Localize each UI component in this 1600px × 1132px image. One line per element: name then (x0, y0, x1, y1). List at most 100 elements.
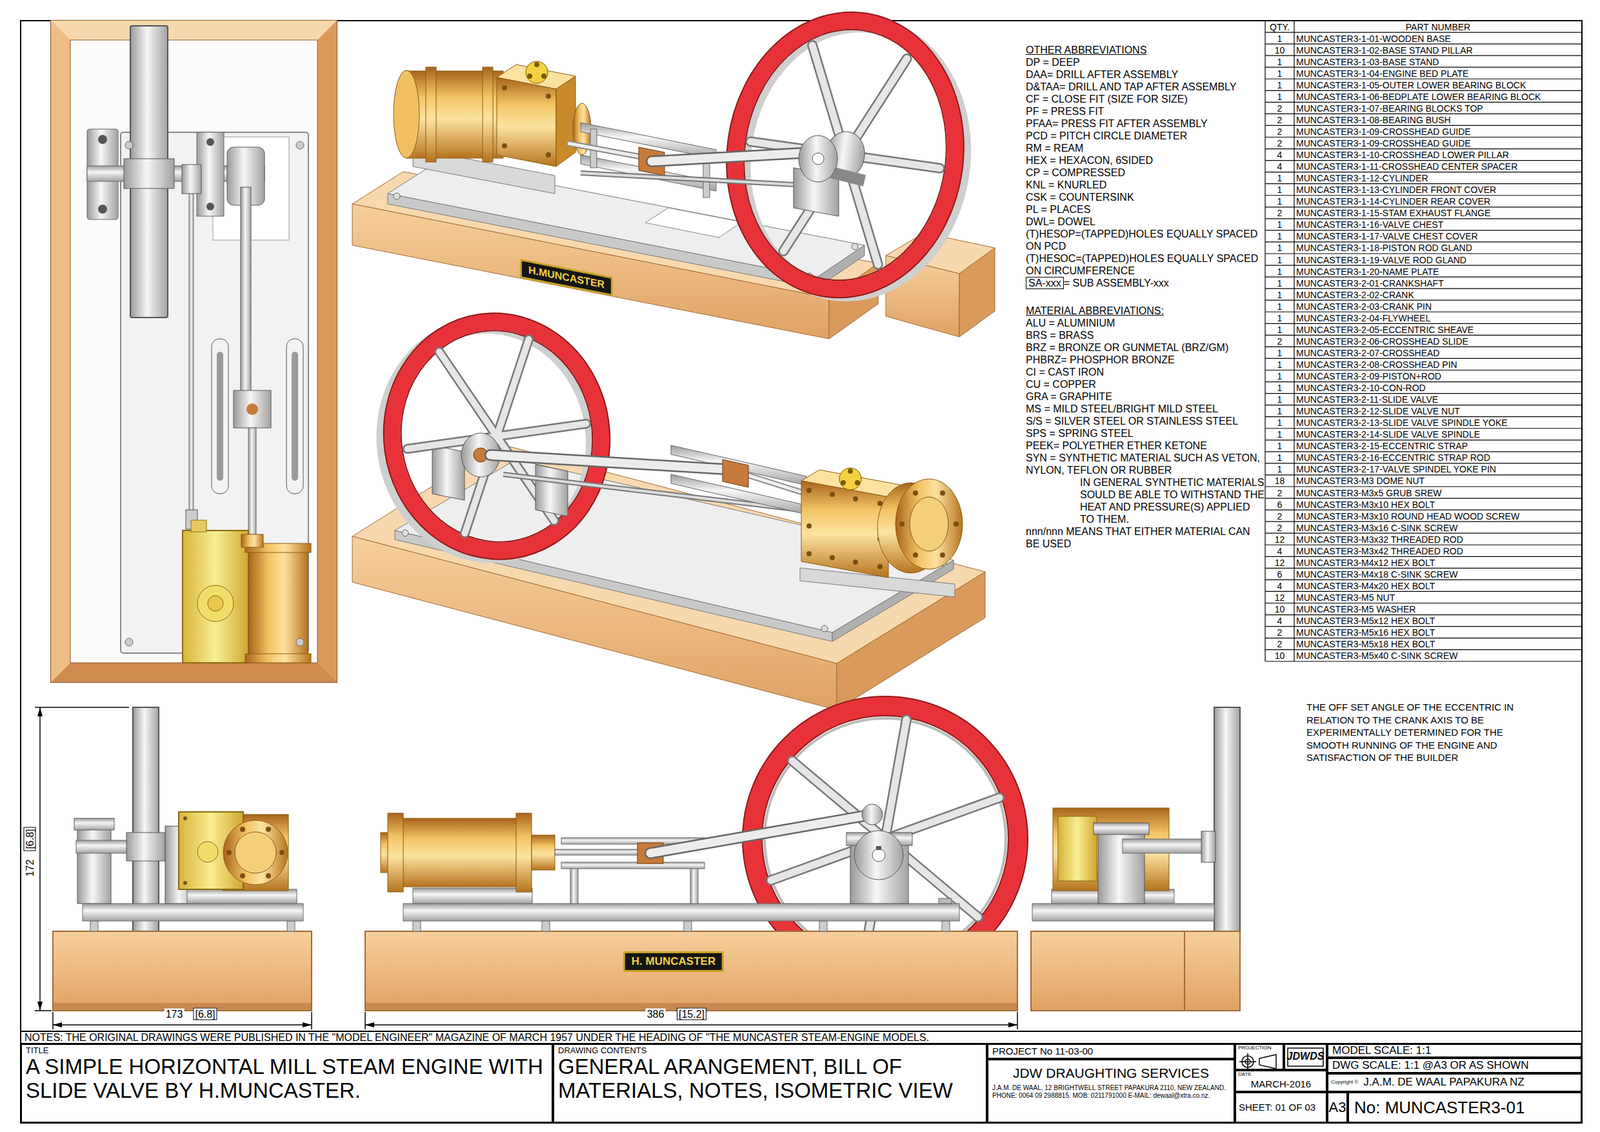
sheet-frame (20, 1030, 1582, 1032)
parts-table-grid (1265, 369, 1582, 371)
part-number-cell: MUNCASTER3-M3x5 GRUB SREW (1294, 487, 1582, 499)
plan-view (123, 158, 175, 189)
left-side-elevation (197, 841, 219, 862)
front-elevation (885, 719, 907, 839)
quantity-cell: 1 (1265, 440, 1295, 452)
quantity-cell: 1 (1265, 218, 1295, 231)
isometric-view-rear (953, 521, 959, 527)
part-number-cell: MUNCASTER3-M5x16 HEX BOLT (1294, 626, 1582, 639)
isometric-view-rear (840, 480, 846, 486)
isometric-view-rear (432, 445, 465, 500)
left-side-elevation (265, 872, 271, 879)
part-number-cell: MUNCASTER3-1-17-VALVE CHEST COVER (1294, 230, 1582, 242)
dimension-value: 386 (645, 1008, 666, 1020)
isometric-view-front (393, 70, 420, 159)
abbreviation-entry: DP = DEEP (1025, 56, 1266, 69)
front-elevation (400, 818, 530, 887)
isometric-view-rear (387, 318, 607, 555)
cell-text: JDWDS (1285, 1044, 1326, 1069)
parts-table-grid (1265, 346, 1582, 348)
part-number-cell: MUNCASTER3-2-04-FLYWHEEL (1294, 312, 1582, 324)
front-elevation (819, 920, 828, 931)
abbreviation-entry: DWL= DOWEL (1025, 215, 1266, 228)
part-number-cell: MUNCASTER3-1-04-ENGINE BED PLATE (1294, 67, 1582, 80)
left-side-elevation (240, 872, 246, 879)
part-number-cell: MUNCASTER3-2-12-SLIDE VALVE NUT (1294, 405, 1582, 417)
parts-table-grid (1293, 20, 1295, 662)
parts-table-grid (1265, 660, 1582, 662)
parts-table-grid (1265, 183, 1582, 184)
parts-table-grid (1265, 485, 1582, 487)
quantity-cell: 1 (1265, 451, 1295, 464)
plan-view (286, 338, 304, 494)
part-number-cell: MUNCASTER3-M3x10 HEX BOLT (1294, 498, 1582, 511)
isometric-view-rear (535, 464, 568, 517)
part-number-cell: MUNCASTER3-1-03-BASE STAND (1294, 56, 1582, 68)
part-number-cell: MUNCASTER3-M4x12 HEX BOLT (1294, 556, 1582, 569)
parts-table-grid (1265, 31, 1582, 33)
cell-text: Copyright © (1328, 1079, 1364, 1086)
part-number-cell: MUNCASTER3-2-13-SLIDE VALVE SPINDLE YOKE (1294, 416, 1582, 429)
part-number-cell: MUNCASTER3-M5 NUT (1294, 591, 1582, 604)
parts-table-grid (1265, 252, 1582, 254)
isometric-view-rear (483, 339, 542, 437)
isometric-view-front (645, 207, 742, 238)
front-elevation (531, 834, 555, 870)
plan-view (245, 653, 311, 663)
dimension-arrows (365, 1021, 375, 1028)
sheet-frame (20, 20, 1582, 1123)
right-side-elevation (1183, 930, 1186, 1011)
part-number-cell: MUNCASTER3-1-10-CROSSHEAD LOWER PILLAR (1294, 149, 1582, 161)
plan-view (50, 662, 337, 682)
quantity-cell: 1 (1265, 230, 1295, 242)
abbreviation-entry: D&TAA= DRILL AND TAP AFTER ASSEMBLY (1025, 80, 1266, 93)
part-number-cell: MUNCASTER3-1-07-BEARING BLOCKS TOP (1294, 102, 1582, 115)
isometric-view-front (798, 135, 838, 182)
isometric-view-front (496, 77, 557, 167)
isometric-view-rear (490, 454, 735, 470)
isometric-view-rear (394, 332, 600, 540)
front-elevation (861, 803, 883, 825)
cell-text: MODEL SCALE: 1:1 (1328, 1044, 1581, 1057)
isometric-view-rear (439, 345, 497, 442)
logo-cell: JDWDS (1283, 1043, 1328, 1070)
parts-table-grid (1265, 125, 1582, 126)
dimension-value: 173 (164, 1008, 185, 1020)
part-number-cell: MUNCASTER3-M5 WASHER (1294, 603, 1582, 615)
abbreviation-entry: SYN = SYNTHETIC MATERIAL SUCH AS VETON, … (1025, 451, 1266, 477)
plan-view (233, 390, 271, 428)
isometric-view-rear (854, 480, 860, 486)
right-side-elevation (1030, 930, 1240, 1011)
quantity-cell: 6 (1265, 498, 1295, 511)
dimension-lines (34, 1009, 52, 1011)
note-heading: OTHER ABBREVIATIONS (1025, 43, 1266, 57)
parts-table-grid (1265, 229, 1582, 231)
isometric-view-rear (377, 307, 617, 565)
parts-table-grid (1265, 602, 1582, 604)
dimension-value: [6.8] (23, 826, 37, 851)
dimension-value: [6.8] (192, 1007, 217, 1020)
isometric-view-rear (829, 491, 835, 497)
abbreviation-entry: PHBRZ= PHOSPHOR BRONZE (1025, 353, 1266, 366)
cell-text: DWG SCALE: 1:1 @A3 OR AS SHOWN (1328, 1058, 1581, 1072)
plan-view (240, 187, 251, 404)
parts-table-grid (1265, 614, 1582, 615)
plan-view (189, 193, 194, 520)
front-elevation (516, 812, 532, 892)
dimension-arrows (37, 707, 1018, 1028)
part-number-cell: MUNCASTER3-2-10-CON-ROD (1294, 381, 1582, 394)
plan-view (248, 547, 308, 660)
parts-table-grid (1265, 113, 1582, 115)
contents-cell: DRAWING CONTENTSGENERAL ARANGEMENT, BILL… (552, 1043, 988, 1123)
dimension-lines (310, 1011, 313, 1030)
isometric-view-rear (940, 490, 946, 496)
quantity-cell: 12 (1265, 533, 1295, 546)
cell-text: No: MUNCASTER3-01 (1349, 1092, 1581, 1122)
sub-assembly-code: SA-xxx (1025, 276, 1064, 290)
sheet-frame (20, 20, 1582, 1123)
abbreviation-entry: PL = PLACES (1025, 203, 1266, 216)
drawing-number-cell: No: MUNCASTER3-01 (1347, 1091, 1582, 1123)
dimension-arrows (1008, 1021, 1018, 1028)
part-number-cell: MUNCASTER3-M5x18 HEX BOLT (1294, 638, 1582, 650)
cell-detail: J.A.M. DE WAAL, 12 BRIGHTWELL STREET PAP… (988, 1081, 1234, 1100)
